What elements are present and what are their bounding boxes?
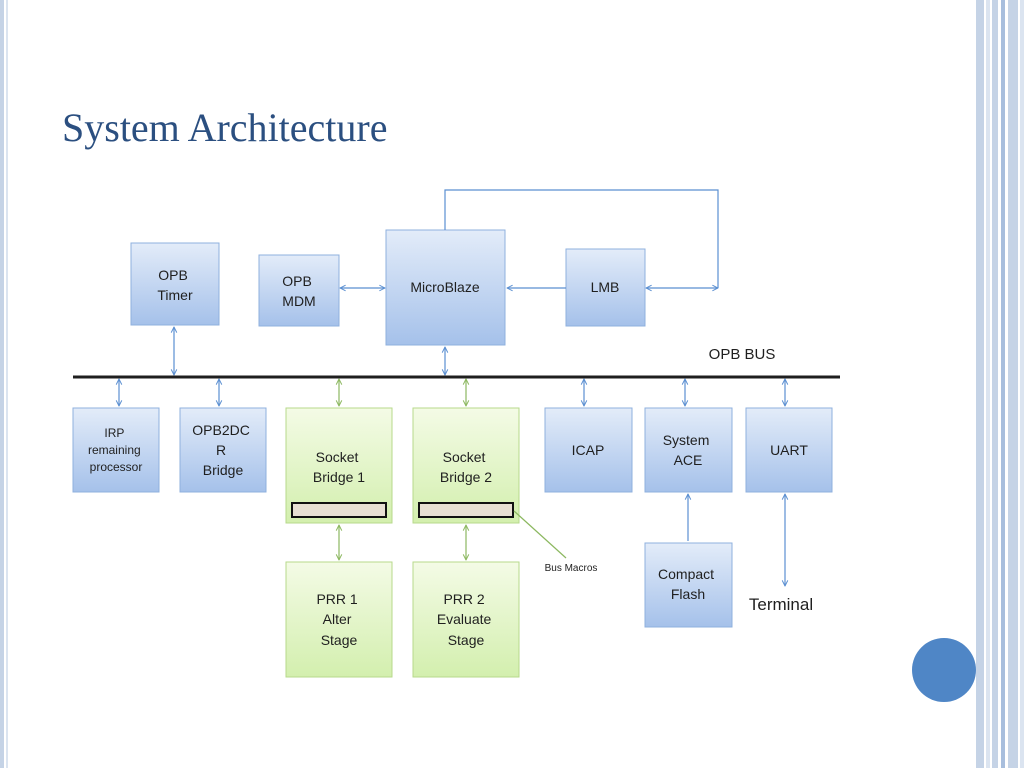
block-opb2dcr-bridge: OPB2DC R Bridge xyxy=(179,407,267,493)
block-lmb: LMB xyxy=(565,248,646,327)
microblaze-lmb-loop-line xyxy=(444,189,719,288)
left-border-stripe-inner xyxy=(6,0,8,768)
block-opb-mdm-label: OPB MDM xyxy=(282,273,315,309)
diagram-blocks: OPB Timer OPB MDM MicroBlaze LMB xyxy=(72,229,833,678)
block-uart-label: UART xyxy=(770,442,808,458)
block-microblaze: MicroBlaze xyxy=(385,229,506,346)
connectors xyxy=(119,189,785,586)
block-system-ace: System ACE xyxy=(644,407,733,493)
block-opb-timer: OPB Timer xyxy=(130,242,220,326)
block-compact-flash: Compact Flash xyxy=(644,542,733,628)
block-prr-2: PRR 2 Evaluate Stage xyxy=(412,561,520,678)
block-socket-bridge-2: Socket Bridge 2 xyxy=(412,407,520,524)
block-prr-1-label: PRR 1 Alter Stage xyxy=(316,591,361,648)
left-border-stripe-outer xyxy=(0,0,4,768)
block-irp-label: IRP remaining processor xyxy=(88,426,144,474)
right-stripe-6 xyxy=(1020,0,1024,768)
right-stripe-5 xyxy=(1008,0,1018,768)
block-socket-bridge-1-label: Socket Bridge 1 xyxy=(313,449,365,485)
right-border-stripes xyxy=(976,0,1024,768)
block-compact-flash-label: Compact Flash xyxy=(658,566,718,602)
block-uart: UART xyxy=(745,407,833,493)
block-system-ace-label: System ACE xyxy=(663,432,714,468)
block-prr-1: PRR 1 Alter Stage xyxy=(285,561,393,678)
bus-macro-1 xyxy=(291,502,387,518)
terminal-label: Terminal xyxy=(749,595,813,614)
right-stripe-2 xyxy=(986,0,990,768)
slide-title: System Architecture xyxy=(62,105,388,150)
corner-dot-decoration xyxy=(912,638,976,702)
block-prr-2-label: PRR 2 Evaluate Stage xyxy=(437,591,495,648)
block-icap-label: ICAP xyxy=(572,442,605,458)
block-opb2dcr-label: OPB2DC R Bridge xyxy=(192,422,253,478)
bus-macros-annotation: Bus Macros xyxy=(545,563,598,574)
left-border-decoration xyxy=(0,0,10,768)
block-socket-bridge-2-label: Socket Bridge 2 xyxy=(440,449,492,485)
block-icap: ICAP xyxy=(544,407,633,493)
right-stripe-1 xyxy=(976,0,984,768)
opb-bus-label: OPB BUS xyxy=(709,346,776,363)
block-irp-remaining-processor: IRP remaining processor xyxy=(72,407,160,493)
block-socket-bridge-1: Socket Bridge 1 xyxy=(285,407,393,524)
block-microblaze-label: MicroBlaze xyxy=(410,279,479,295)
right-stripe-4 xyxy=(1001,0,1005,768)
bus-macros-pointer-line xyxy=(513,510,567,559)
right-stripe-3 xyxy=(992,0,998,768)
right-border-decoration xyxy=(976,0,1024,768)
bus-macro-2 xyxy=(418,502,514,518)
green-connectors xyxy=(339,379,567,560)
block-opb-timer-label: OPB Timer xyxy=(157,267,193,303)
block-lmb-label: LMB xyxy=(591,279,620,295)
block-opb-mdm: OPB MDM xyxy=(258,254,340,327)
